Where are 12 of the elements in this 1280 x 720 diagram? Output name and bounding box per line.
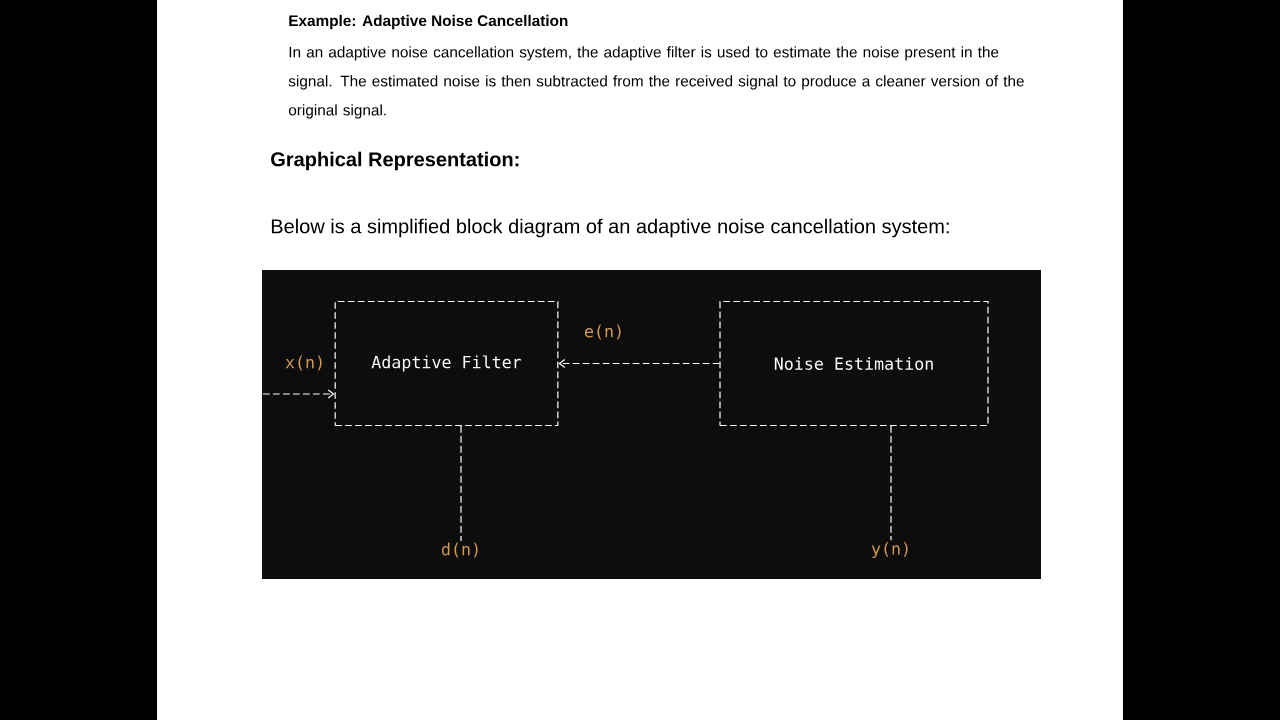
process-box: Noise Estimation bbox=[719, 300, 989, 427]
edge-label: x(n) bbox=[283, 354, 327, 372]
arrow bbox=[262, 389, 335, 399]
section-heading: Graphical Representation: bbox=[271, 151, 519, 171]
edge-label: e(n) bbox=[582, 323, 626, 341]
sentence: Below is a simplified block diagram of an adaptive noise cancellation system: bbox=[271, 218, 949, 238]
arrow bbox=[558, 358, 720, 369]
signal-label: y(n) bbox=[871, 541, 908, 559]
process-box: Adaptive Filter bbox=[334, 300, 559, 427]
heading: Example: Adaptive Noise Cancellation bbox=[289, 14, 568, 30]
signal-label: d(n) bbox=[441, 542, 478, 558]
paragraph: In an adaptive noise cancellation system, the adaptive filter is used to estimate the noise present in the signal. The estimated noise is then subtracted from the received signal to produce a cleaner version of the original signal. bbox=[288, 46, 1024, 119]
